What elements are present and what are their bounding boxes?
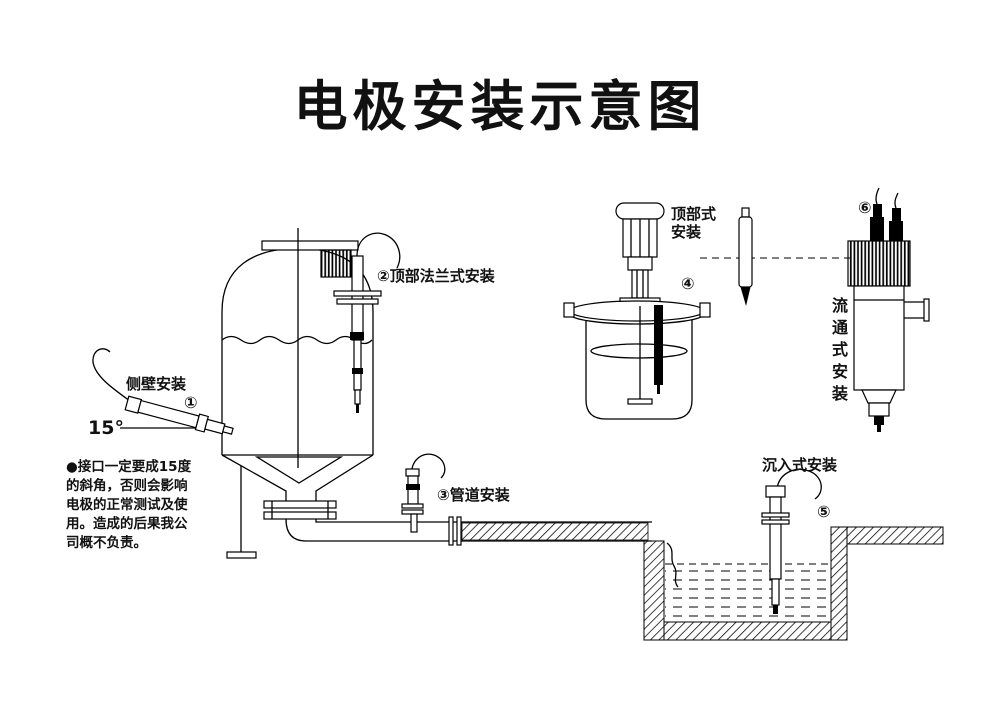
vessel-probe xyxy=(654,305,663,385)
pipe-coupling-bar xyxy=(456,516,462,546)
pipe-coupling-bar xyxy=(448,516,454,546)
lid-bolt xyxy=(699,302,711,318)
probe-tip xyxy=(740,286,751,306)
reference-probe xyxy=(700,207,850,306)
diagram-title: 电极安装示意图 xyxy=(294,74,707,138)
tank-top-flange-plate xyxy=(261,240,359,251)
top-type-label-line2: 安装 xyxy=(671,223,702,241)
impeller xyxy=(627,398,653,405)
side-wall-probe-body xyxy=(124,395,234,435)
main-tank xyxy=(221,228,374,559)
note-line-1: 的斜角，否则会影响 xyxy=(66,477,188,494)
note-line-0: ●接口一定要成15度 xyxy=(66,458,192,475)
motor-cap xyxy=(615,202,665,220)
pit-and-ground xyxy=(643,526,944,641)
side-wall-cable xyxy=(92,348,131,402)
ground-surface xyxy=(846,526,944,545)
vessel-liquid-line xyxy=(590,343,688,359)
top-type-number: ④ xyxy=(681,274,695,293)
vessel-body xyxy=(585,320,693,420)
submerged-cable xyxy=(776,468,822,500)
outflow-stream xyxy=(666,542,679,588)
pipeline-cable xyxy=(411,453,446,479)
flow-cell-outlet-pipe xyxy=(904,301,924,319)
note-line-2: 电极的正常测试及使 xyxy=(66,496,188,513)
pit-water xyxy=(665,564,830,622)
tank-liquid-wave-line xyxy=(221,335,373,345)
flow-label-char-1: 通 xyxy=(832,318,848,337)
flow-label-char-0: 流 xyxy=(832,296,848,315)
pipe-run xyxy=(285,516,652,546)
top-flange-label: ②顶部法兰式安装 xyxy=(377,267,496,285)
top-type-label-line1: 顶部式 xyxy=(671,205,716,223)
submerged-number: ⑤ xyxy=(817,502,831,521)
note-block: ●接口一定要成15度 的斜角，否则会影响 电极的正常测试及使 用。造成的后果我公… xyxy=(66,458,192,551)
top-flange-cable xyxy=(356,232,401,269)
electrode-flange-bar xyxy=(333,290,382,297)
note-line-3: 用。造成的后果我公 xyxy=(66,515,188,532)
side-wall-number: ① xyxy=(184,393,198,412)
flow-label-char-3: 安 xyxy=(832,362,848,381)
pit-right-wall xyxy=(830,526,848,641)
flow-label-char-4: 装 xyxy=(831,384,848,403)
pipeline-label: ③管道安装 xyxy=(437,486,511,504)
top-type-vessel xyxy=(563,202,711,420)
flow-cell xyxy=(847,187,930,432)
flow-cell-body xyxy=(853,285,905,391)
angle-label: 15° xyxy=(88,417,124,439)
submerged-electrode xyxy=(761,468,822,614)
submerged-label: 沉入式安装 xyxy=(762,456,838,474)
side-wall-electrode xyxy=(92,348,234,435)
pipe-hatched-section xyxy=(461,522,649,541)
tank-bottom-cone xyxy=(254,456,344,484)
flow-cell-connector xyxy=(889,221,903,241)
connector-cable xyxy=(875,187,880,205)
flow-label-char-2: 式 xyxy=(832,340,848,359)
electrode-flange-bar xyxy=(336,298,379,305)
connector-cable xyxy=(894,192,899,209)
pit-floor xyxy=(663,621,832,641)
top-flange-electrode xyxy=(333,232,401,413)
vessel-lid xyxy=(569,300,705,322)
tank-leg-foot xyxy=(226,551,257,559)
side-wall-label: 侧壁安装 xyxy=(126,375,187,393)
flow-number: ⑥ xyxy=(858,198,872,217)
lid-bolt xyxy=(563,302,575,318)
pit-left-wall xyxy=(643,540,665,641)
tank-knurled-cap xyxy=(320,249,352,278)
pipeline-electrode xyxy=(401,453,446,533)
note-line-4: 司概不负责。 xyxy=(66,534,147,551)
flow-cell-head xyxy=(847,240,911,287)
flow-cell-connector xyxy=(870,217,884,241)
